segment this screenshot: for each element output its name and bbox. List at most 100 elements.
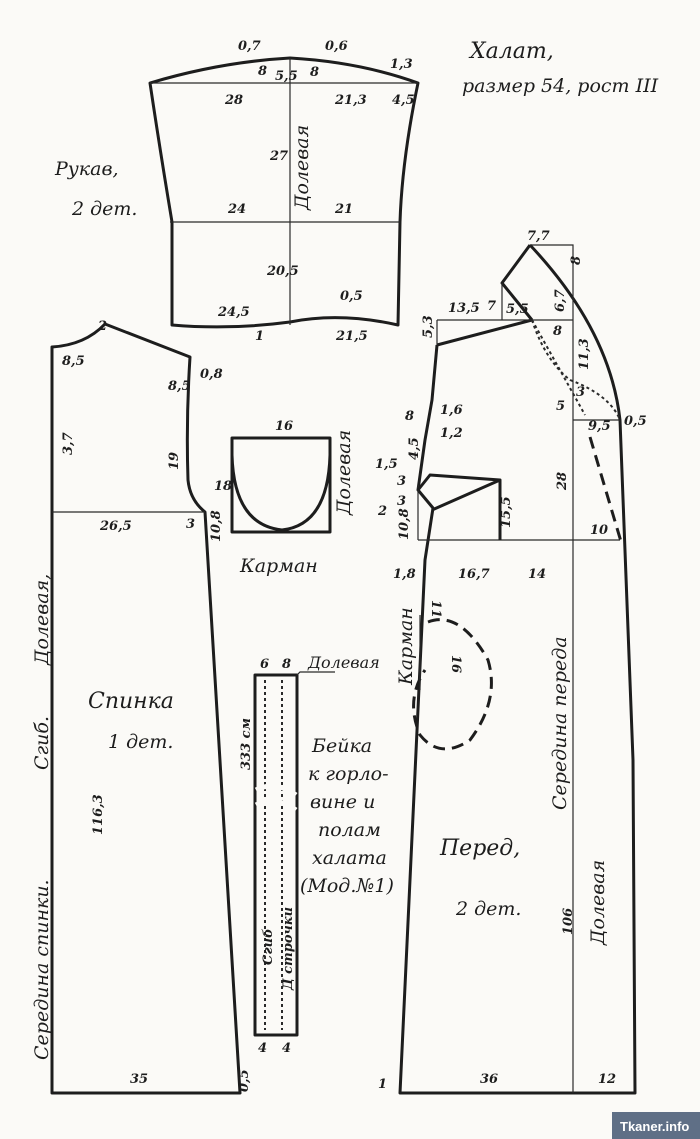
dim: 4 (258, 1041, 267, 1056)
dim: 0,8 (200, 367, 223, 382)
length-label: 333 см (239, 718, 254, 770)
dim: 18 (214, 479, 232, 494)
bias-caption: к горло- (308, 763, 389, 785)
dim: 16 (275, 419, 293, 434)
dim: 20,5 (266, 264, 299, 279)
dim: 11 (428, 600, 443, 618)
dim: 12 (598, 1072, 616, 1087)
dim: 1,6 (440, 403, 463, 418)
dim: 8 (405, 409, 414, 424)
dim: 11,3 (577, 338, 592, 370)
dim: 35 (130, 1072, 148, 1087)
dim: 10,8 (209, 510, 224, 542)
dim: 116,3 (91, 794, 106, 835)
center-back-label: Середина спинки. (31, 879, 53, 1060)
dim: 9,5 (588, 419, 611, 434)
dim: 28 (224, 93, 243, 108)
dim: 13,5 (448, 301, 480, 316)
bias-caption: халата (312, 847, 387, 869)
dim: 0,6 (325, 39, 348, 54)
title-line1: Халат, (468, 39, 554, 64)
title-line2: размер 54, рост III (462, 75, 659, 97)
dim: 8,5 (168, 379, 191, 394)
dim: 15,5 (499, 496, 514, 528)
dim: 16 (448, 655, 463, 673)
dim: 6 (260, 657, 269, 672)
front-count: 2 дет. (455, 898, 521, 920)
grain-label: Долевая (333, 430, 355, 516)
fold-label: Сгиб (261, 928, 276, 965)
dim: 24 (227, 202, 246, 217)
dim: 1 (378, 1077, 387, 1092)
dim: 4 (282, 1041, 291, 1056)
back-piece: 2 8,5 8,5 0,8 3,7 19 26,5 3 10,8 116,3 3… (31, 319, 252, 1095)
dim: 10 (590, 523, 608, 538)
dim: 8 (258, 64, 267, 79)
sleeve-label: Рукав, (54, 158, 119, 180)
bias-caption: полам (318, 819, 381, 841)
dim: 3 (397, 474, 406, 489)
dim: 26,5 (99, 519, 132, 534)
dim: 10,8 (397, 508, 412, 540)
back-count: 1 дет. (108, 731, 173, 753)
dim: 19 (167, 452, 182, 470)
dim: 5,3 (421, 315, 436, 338)
dim: 7 (487, 299, 496, 314)
dim: 4,5 (392, 93, 415, 108)
dim: 8 (310, 65, 319, 80)
pocket-piece: 16 18 Долевая Карман (214, 419, 355, 577)
grain-label: Долевая (291, 125, 313, 211)
dim: 21 (334, 202, 353, 217)
dim: 0,7 (238, 39, 261, 54)
dim: 3,7 (61, 432, 76, 455)
dim: 4,5 (407, 437, 422, 460)
dim: 7,7 (527, 229, 550, 244)
dim: 1,3 (390, 57, 413, 72)
dim: 6,7 (553, 289, 568, 312)
dim: 106 (561, 908, 576, 935)
grain-label: Долевая, (31, 574, 53, 666)
dim: 3 (186, 517, 195, 532)
dim: 0,5 (237, 1069, 252, 1092)
dim: 5,5 (506, 302, 529, 317)
fold-label: Сгиб. (31, 716, 53, 770)
dim: 28 (555, 472, 570, 491)
dim: 8 (553, 324, 562, 339)
pocket-label: Карман (239, 555, 318, 577)
dim: 8,5 (62, 354, 85, 369)
bias-caption: Бейка (311, 735, 372, 757)
pocket-label: Карман (395, 607, 417, 686)
stitch-label: Д строчки (281, 907, 296, 991)
dim: 36 (480, 1072, 498, 1087)
front-label: Перед, (439, 836, 520, 861)
dim: 14 (528, 567, 546, 582)
dim: 16,7 (458, 567, 490, 582)
dim: 21,3 (334, 93, 367, 108)
bias-caption: вине и (310, 791, 375, 813)
sleeve-count: 2 дет. (71, 198, 137, 220)
bias-strip: 6 8 Долевая 333 см Сгиб Д строчки 4 4 Бе… (239, 653, 394, 1056)
dim: 1,5 (375, 457, 398, 472)
dim: 8 (569, 256, 584, 265)
dim: 3 (397, 494, 406, 509)
dim: 2 (377, 504, 387, 519)
watermark-badge (612, 1112, 700, 1139)
dim: 1,8 (393, 567, 416, 582)
sleeve-piece: 0,7 0,6 8 5,5 8 1,3 28 21,3 4,5 27 Долев… (54, 39, 420, 344)
dim: 0,5 (624, 414, 647, 429)
dim: 5 (556, 399, 565, 414)
dim: 1,2 (440, 426, 463, 441)
dim: 8 (282, 657, 291, 672)
dim: 1 (255, 329, 264, 344)
dim: 3 (576, 385, 585, 400)
bias-caption: (Мод.№1) (300, 875, 394, 897)
dim: 27 (269, 149, 288, 164)
grain-label: Долевая (587, 860, 609, 946)
dim: 5,5 (275, 69, 298, 84)
watermark: Tkaner.info (620, 1119, 689, 1134)
dim: 2 (97, 319, 107, 334)
dim: 0,5 (340, 289, 363, 304)
front-piece: 7,7 8 13,5 7 5,5 6,7 5,3 8 11,3 1,6 8 5 … (375, 229, 647, 1095)
